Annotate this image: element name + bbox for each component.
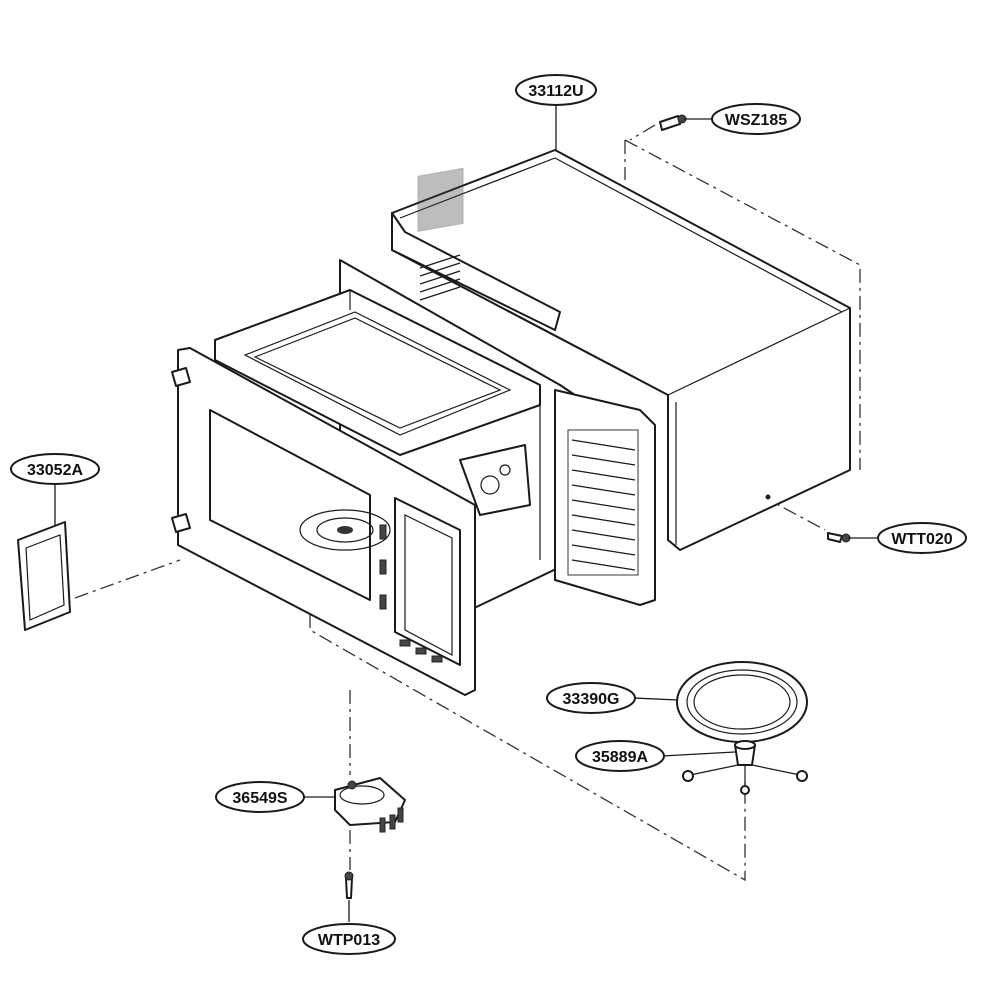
callout-35889A: 35889A (575, 740, 665, 772)
callout-label: 33112U (528, 83, 583, 100)
callout-WTT020: WTT020 (877, 522, 967, 554)
screw-wtp013-icon (344, 871, 354, 899)
front-frame (171, 347, 476, 696)
callout-WSZ185: WSZ185 (711, 103, 801, 135)
leader-lines (54, 104, 878, 922)
turntable-motor-part (334, 777, 406, 833)
roller-stay-part (682, 740, 808, 795)
callout-label: 33052A (27, 462, 83, 479)
case-vent-slots (419, 254, 461, 301)
callout-label: WTT020 (891, 531, 952, 548)
callout-WTP013: WTP013 (302, 923, 396, 955)
callout-label: 36549S (232, 790, 287, 807)
callout-36549S: 36549S (215, 781, 305, 813)
outer-case (391, 149, 851, 551)
screw-wsz185-icon (659, 114, 687, 131)
callout-label: WSZ185 (725, 112, 787, 129)
callout-label: 35889A (592, 749, 648, 766)
callout-label: WTP013 (318, 932, 380, 949)
screw-wtt020-icon (827, 532, 851, 543)
callout-33390G: 33390G (546, 682, 636, 714)
cover-part (17, 521, 71, 631)
glass-tray-part (676, 661, 808, 743)
callout-33112U: 33112U (515, 74, 597, 106)
callout-label: 33390G (563, 691, 620, 708)
cavity-chassis (214, 259, 656, 611)
rear-grille-pattern (571, 439, 636, 571)
callout-33052A: 33052A (10, 453, 100, 485)
